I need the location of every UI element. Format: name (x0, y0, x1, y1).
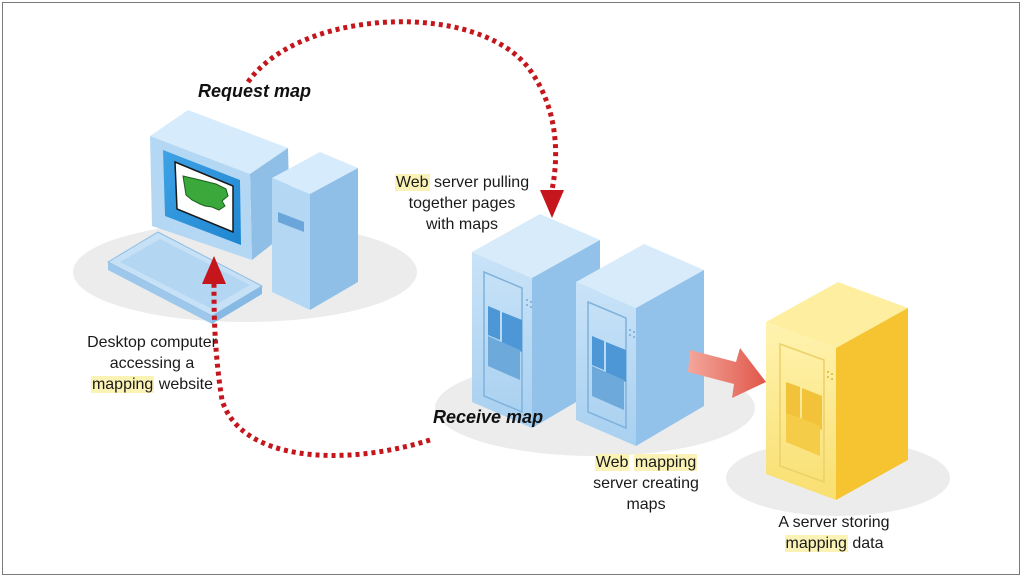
request-map-label: Request map (198, 81, 312, 101)
web-server-label-line3: with maps (425, 216, 499, 233)
desktop-label-line3: mapping website (90, 376, 214, 393)
web-server-label-line1: Web server pulling (394, 174, 530, 191)
computer-tower (272, 152, 358, 310)
web-server-label-line2: together pages (408, 195, 516, 212)
highlight-mapping-2: mapping (633, 454, 698, 471)
web-server-label: Web server pulling together pages with m… (382, 172, 542, 235)
request-arrowhead (540, 190, 564, 218)
data-server-label: A server storing mapping data (754, 512, 914, 554)
highlight-web: Web (394, 174, 430, 191)
web-mapping-server-label: Web mapping server creating maps (566, 452, 726, 515)
request-arrow (245, 19, 564, 218)
receive-map-label: Receive map (433, 407, 544, 427)
web-mapping-server (576, 244, 704, 446)
receive-arrowhead (202, 256, 226, 284)
us-map-icon (182, 175, 229, 211)
mapping-server-label-line2: server creating (593, 475, 699, 492)
mapping-server-label-line1: Web mapping (566, 452, 726, 473)
data-server-label-line2: mapping data (784, 535, 884, 552)
transfer-arrow (688, 348, 766, 398)
receive-arrow (202, 256, 431, 458)
data-server-label-line1: A server storing (778, 514, 890, 531)
desktop-label-line2: accessing a (109, 355, 195, 372)
mapping-server-label-line3: maps (626, 496, 666, 513)
highlight-mapping: mapping (90, 376, 155, 393)
keyboard (106, 231, 264, 324)
desktop-computer (106, 110, 358, 324)
data-server (766, 282, 908, 500)
highlight-web-2: Web (594, 454, 630, 471)
desktop-computer-label: Desktop computer accessing a mapping web… (72, 332, 232, 395)
desktop-label-line1: Desktop computer (87, 334, 217, 351)
highlight-mapping-3: mapping (784, 535, 848, 552)
